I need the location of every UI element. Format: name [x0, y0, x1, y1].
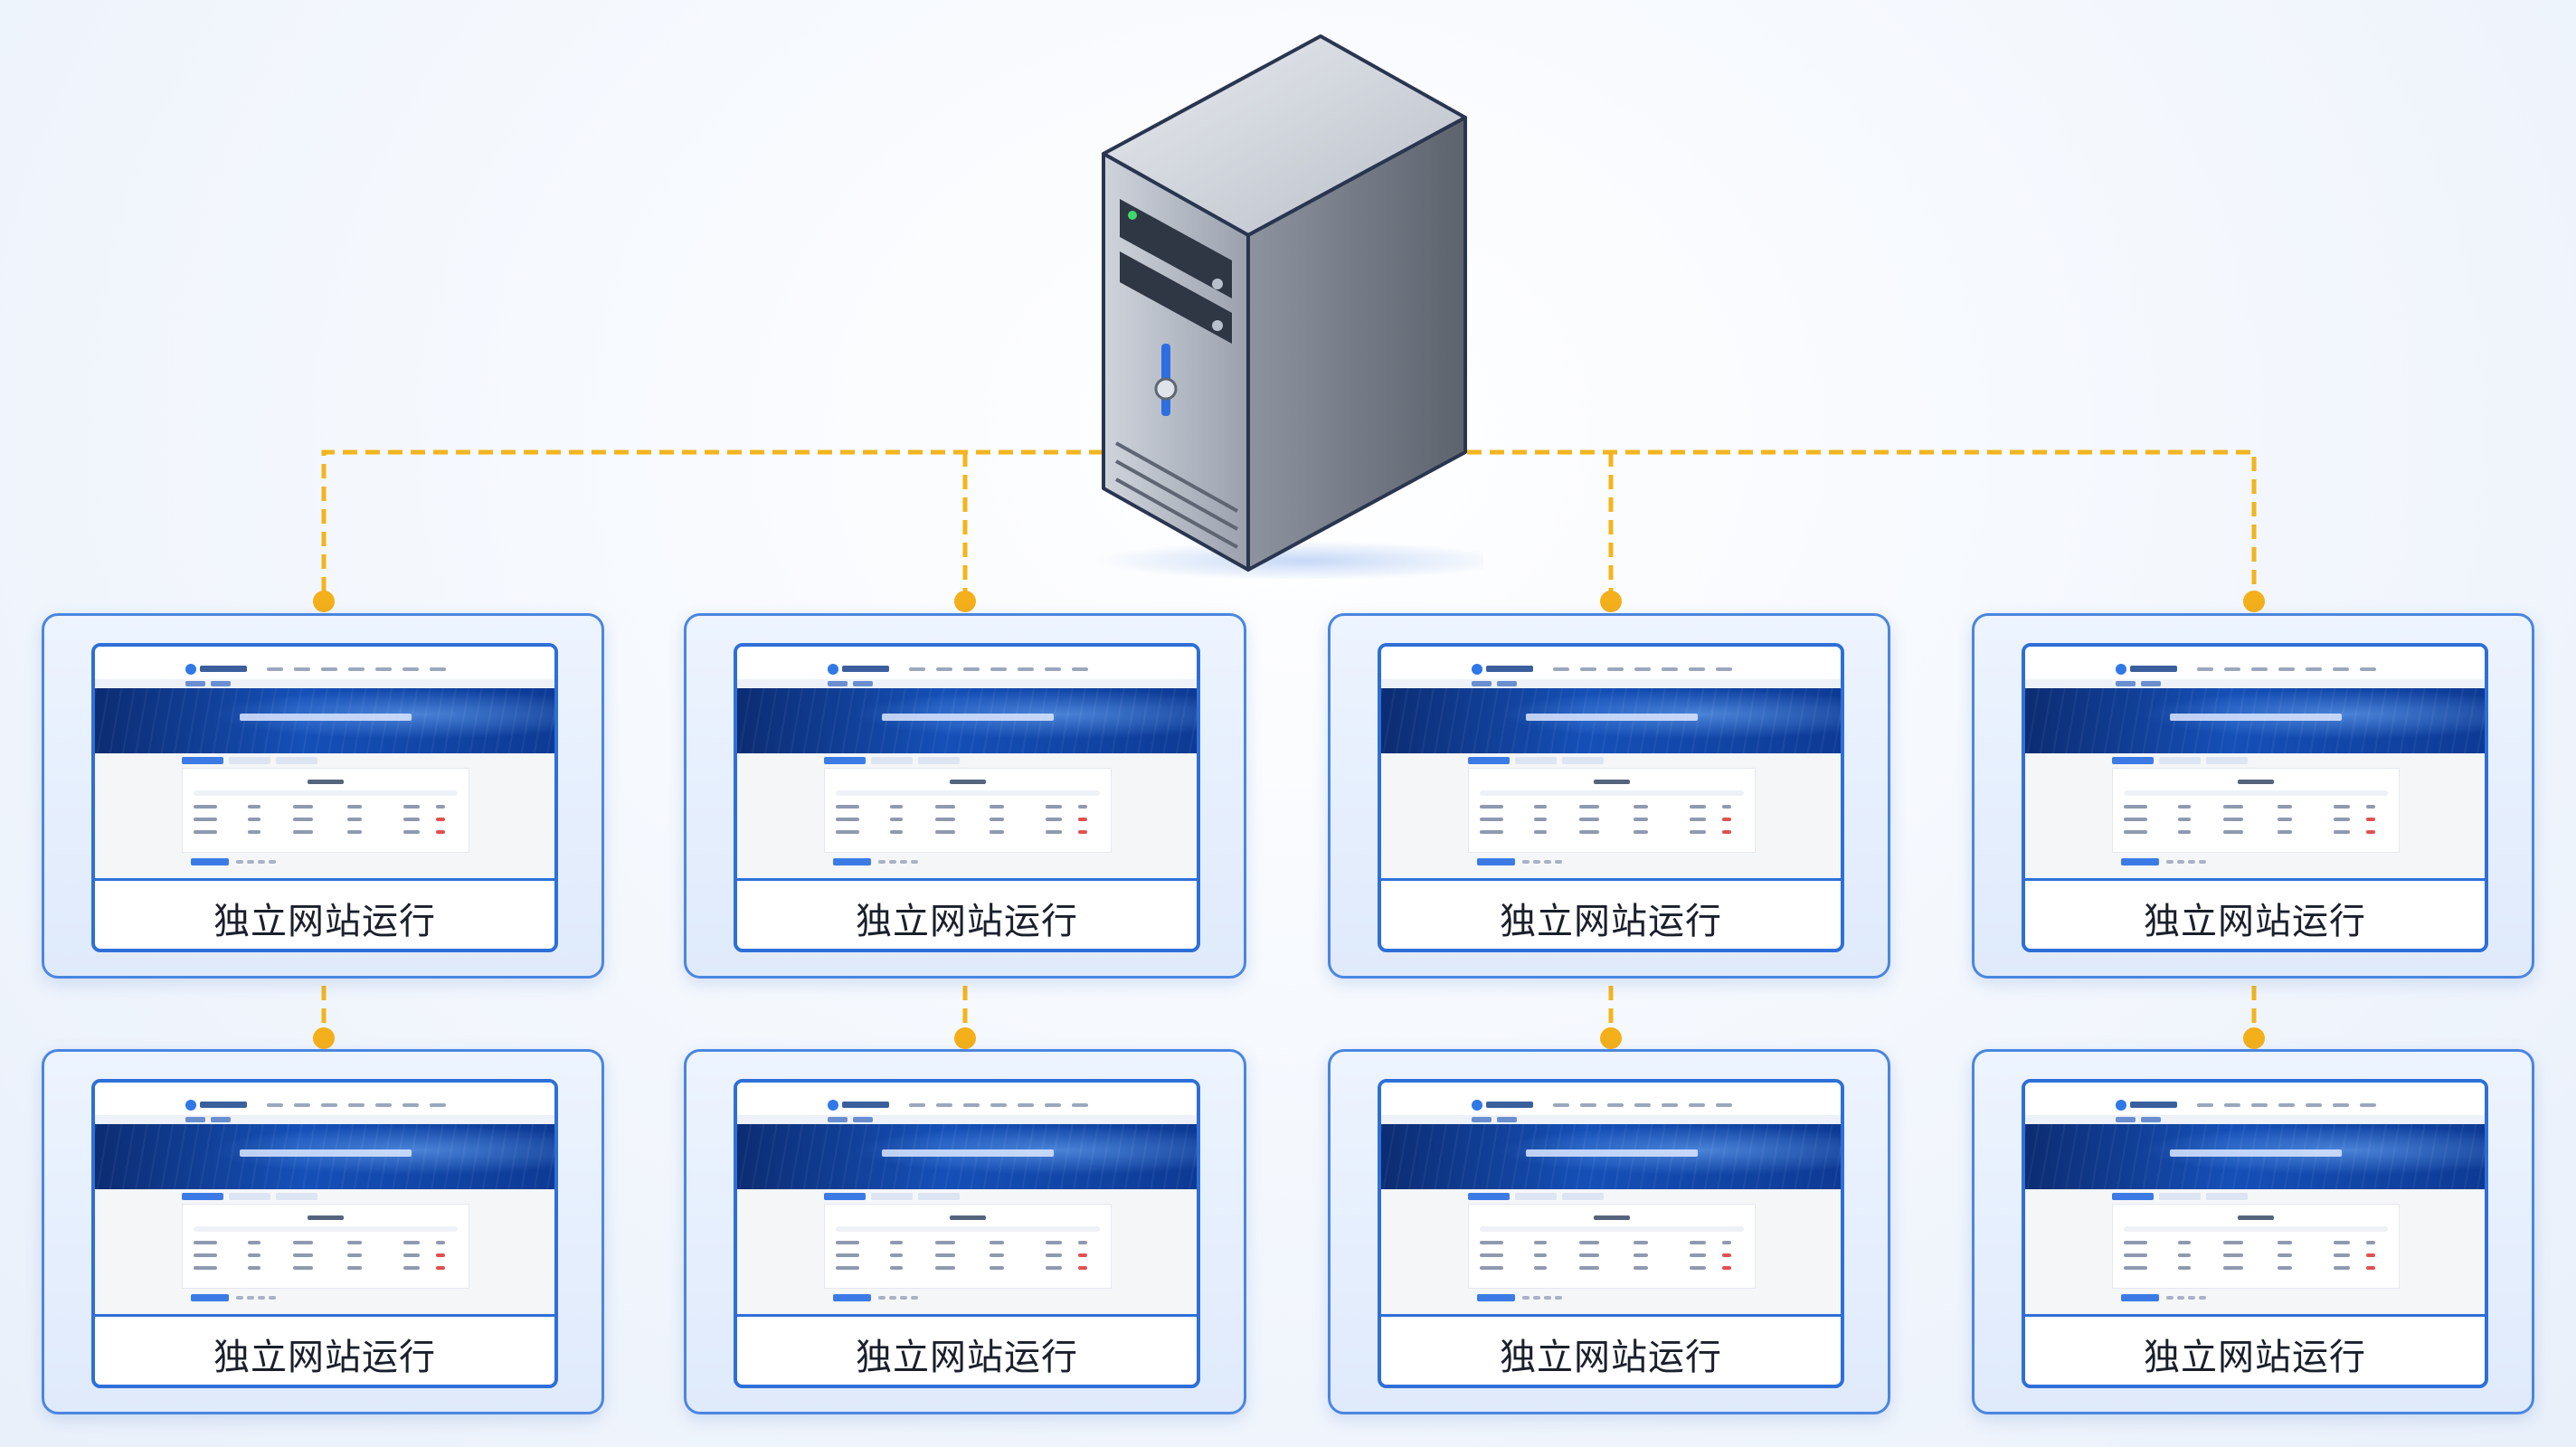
site-frame: 独立网站运行	[91, 1079, 558, 1388]
site-card-7: 独立网站运行	[1328, 1049, 1890, 1414]
website-screenshot-icon	[1381, 1083, 1841, 1314]
server-tower-icon	[1094, 34, 1483, 579]
hero-banner	[737, 1124, 1197, 1189]
connector-node-card6	[954, 1027, 976, 1049]
connector-node-card8	[2243, 1027, 2265, 1049]
site-frame: 独立网站运行	[734, 1079, 1200, 1388]
site-card-1: 独立网站运行	[42, 613, 604, 979]
site-card-3: 独立网站运行	[1328, 613, 1890, 979]
hero-banner	[1381, 1124, 1841, 1189]
website-screenshot-icon	[1381, 647, 1841, 878]
connector-node-card4	[2243, 591, 2265, 612]
connector-node-card5	[313, 1027, 335, 1049]
website-screenshot-icon	[95, 1083, 554, 1314]
content-panel	[2112, 768, 2400, 853]
hero-banner	[2025, 1124, 2485, 1189]
website-screenshot-icon	[2025, 647, 2485, 878]
site-card-5: 独立网站运行	[42, 1049, 604, 1414]
content-panel	[824, 768, 1112, 853]
site-frame: 独立网站运行	[1378, 1079, 1844, 1388]
site-label: 独立网站运行	[1381, 1314, 1841, 1385]
site-frame: 独立网站运行	[91, 643, 558, 952]
site-label: 独立网站运行	[737, 878, 1197, 949]
hero-banner	[95, 1124, 554, 1189]
hero-banner	[1381, 688, 1841, 753]
content-panel	[1468, 768, 1756, 853]
site-frame: 独立网站运行	[2022, 643, 2488, 952]
content-panel	[824, 1204, 1112, 1289]
hero-banner	[2025, 688, 2485, 753]
site-label: 独立网站运行	[95, 878, 554, 949]
site-label: 独立网站运行	[737, 1314, 1197, 1385]
connector-node-card7	[1600, 1027, 1622, 1049]
site-label: 独立网站运行	[95, 1314, 554, 1385]
content-panel	[2112, 1204, 2400, 1289]
website-screenshot-icon	[737, 1083, 1197, 1314]
site-frame: 独立网站运行	[1378, 643, 1844, 952]
connector-node-card3	[1600, 591, 1622, 612]
site-card-8: 独立网站运行	[1972, 1049, 2534, 1414]
website-screenshot-icon	[737, 647, 1197, 878]
site-frame: 独立网站运行	[2022, 1079, 2488, 1388]
content-panel	[182, 1204, 469, 1289]
hero-banner	[95, 688, 554, 753]
hero-banner	[737, 688, 1197, 753]
connector-node-card2	[954, 591, 976, 612]
content-panel	[182, 768, 469, 853]
website-screenshot-icon	[95, 647, 554, 878]
site-card-6: 独立网站运行	[684, 1049, 1246, 1414]
site-label: 独立网站运行	[2025, 878, 2485, 949]
connector-node-card1	[313, 591, 335, 612]
connector-right-trunk	[1422, 449, 2257, 601]
content-panel	[1468, 1204, 1756, 1289]
site-frame: 独立网站运行	[734, 643, 1200, 952]
site-label: 独立网站运行	[2025, 1314, 2485, 1385]
site-card-4: 独立网站运行	[1972, 613, 2534, 979]
site-card-2: 独立网站运行	[684, 613, 1246, 979]
website-screenshot-icon	[2025, 1083, 2485, 1314]
site-label: 独立网站运行	[1381, 878, 1841, 949]
connector-left-trunk	[321, 449, 1126, 601]
